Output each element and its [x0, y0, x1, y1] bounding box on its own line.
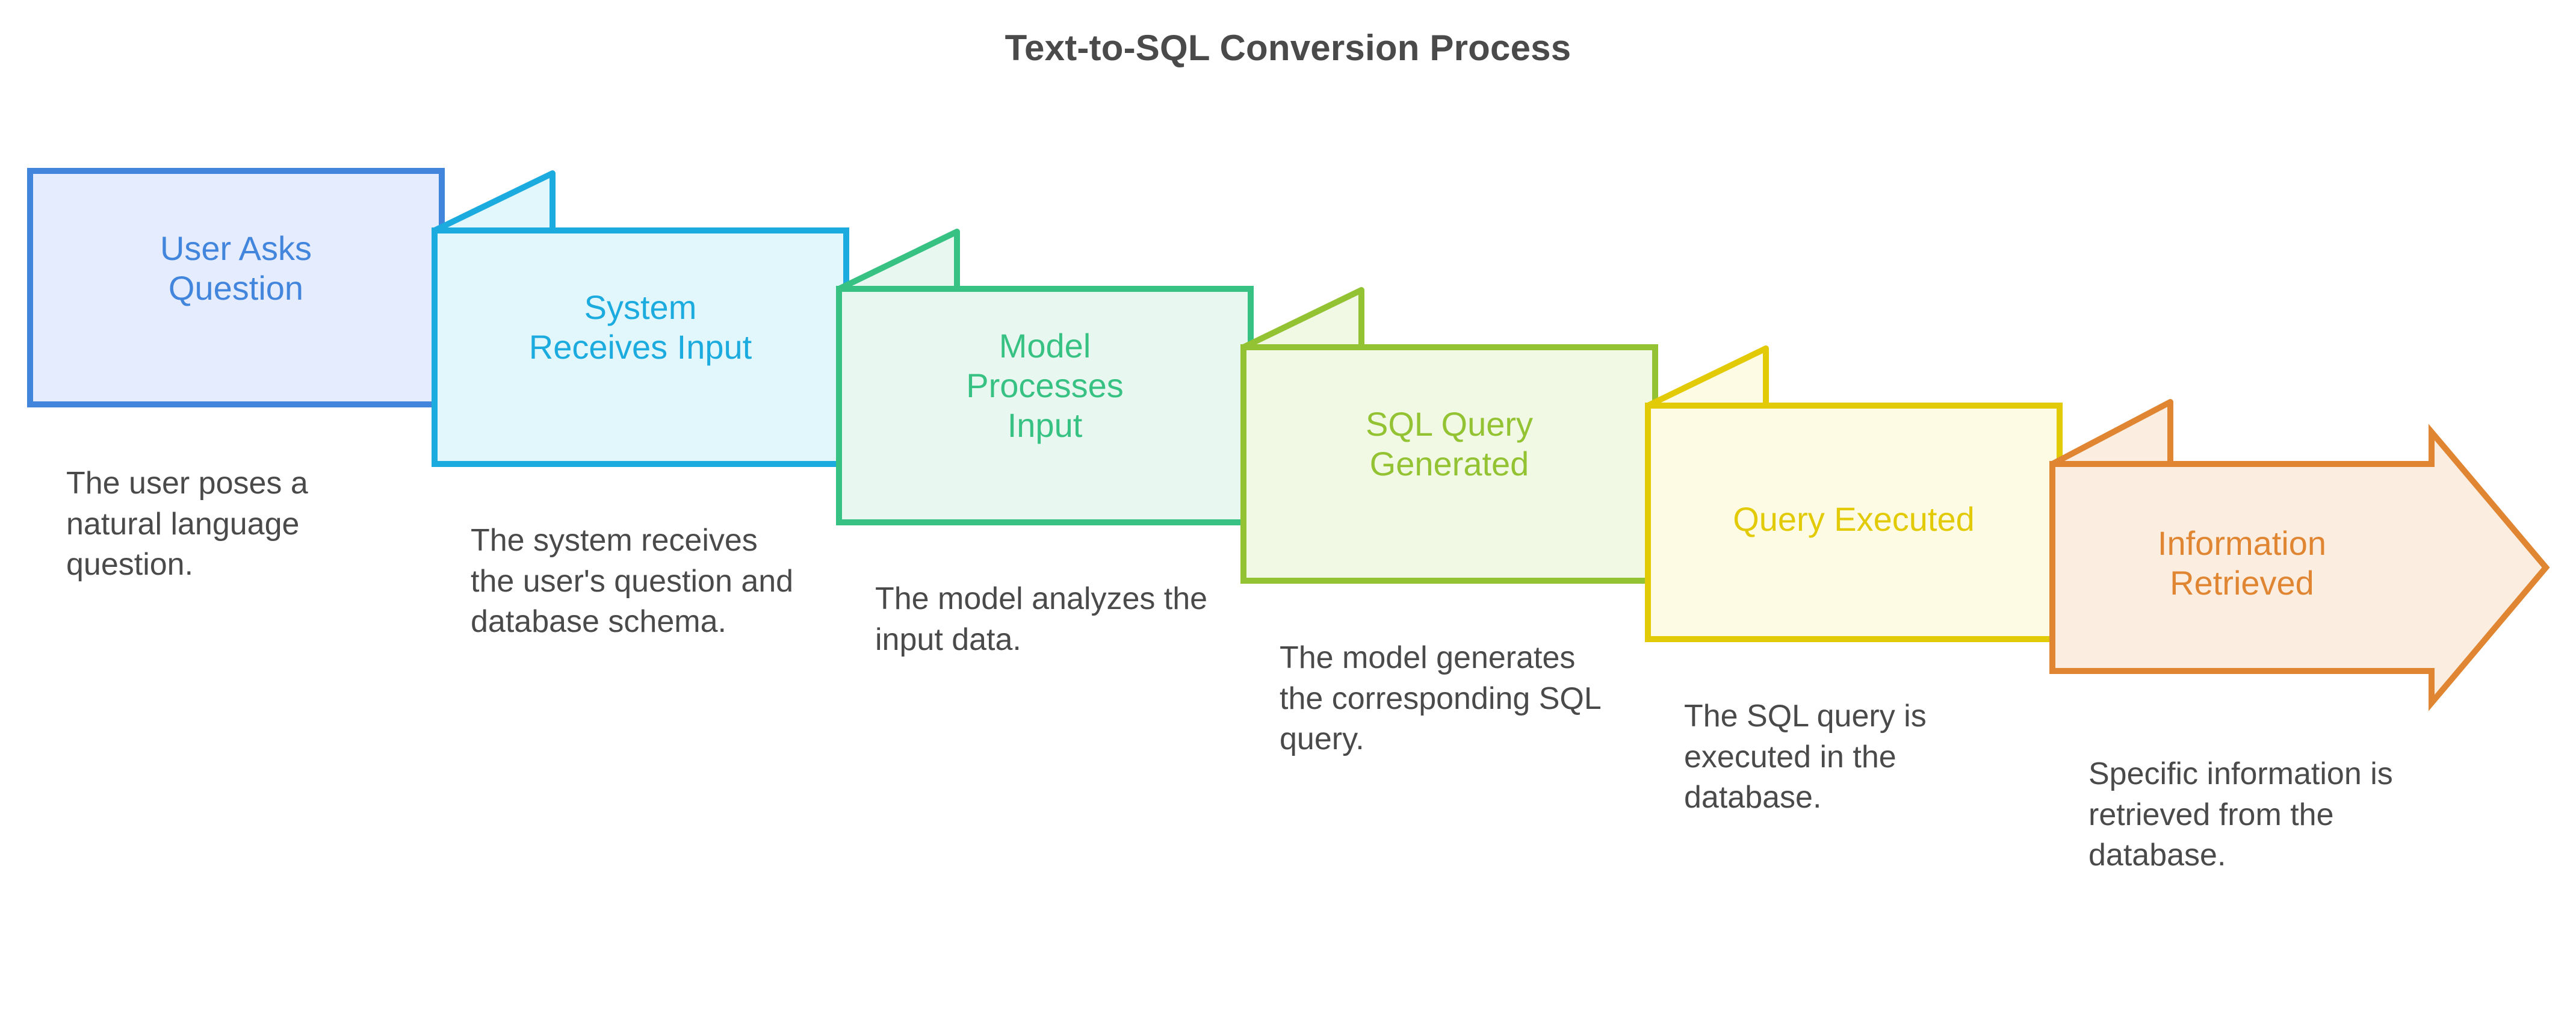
- step-2-shape[interactable]: [432, 170, 849, 467]
- step-6-fold: [2049, 399, 2173, 467]
- step-3-shape[interactable]: [836, 229, 1254, 525]
- step-4-shape[interactable]: [1240, 287, 1658, 584]
- step-3-description: The model analyzes the input data.: [875, 581, 1208, 657]
- step-1-shape[interactable]: [27, 168, 445, 407]
- step-4-body[interactable]: [1240, 344, 1658, 584]
- step-6-shape[interactable]: [2049, 399, 2550, 711]
- step-2-fold: [432, 170, 556, 233]
- step-1-description: The user poses a natural language questi…: [66, 466, 308, 583]
- step-6-description: Specific information is retrieved from t…: [2088, 756, 2393, 873]
- step-6-body-arrow[interactable]: [2049, 424, 2550, 711]
- page-title: Text-to-SQL Conversion Process: [1005, 28, 1571, 68]
- step-3-body[interactable]: [836, 286, 1254, 525]
- step-5-shape[interactable]: [1645, 345, 2063, 642]
- step-5-body[interactable]: [1645, 403, 2063, 642]
- step-4-description: The model generates the corresponding SQ…: [1280, 640, 1600, 757]
- step-5-fold: [1645, 345, 1769, 409]
- step-3-fold: [836, 229, 960, 292]
- step-4-fold: [1240, 287, 1364, 350]
- step-5-description: The SQL query is executed in the databas…: [1684, 699, 1927, 815]
- step-2-body[interactable]: [432, 227, 849, 467]
- step-1-body[interactable]: [27, 168, 445, 407]
- step-2-description: The system receives the user's question …: [471, 523, 794, 640]
